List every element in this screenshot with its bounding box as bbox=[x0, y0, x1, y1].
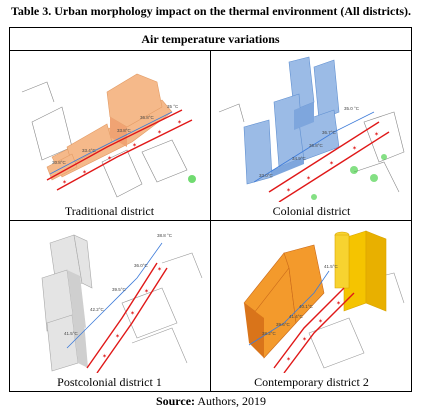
temp-label: 41.4°C bbox=[289, 314, 304, 319]
svg-text:✶: ✶ bbox=[302, 336, 307, 343]
temp-label: 38.2°C bbox=[262, 331, 277, 336]
temp-label: 35 °C bbox=[167, 104, 179, 109]
colonial-district-illustration: ✶ ✶ ✶ ✶ ✶ 35.0 °C 36.7°C 36.8°C 34.9°C 33.0… bbox=[218, 56, 405, 202]
temp-label: 39.6°C bbox=[276, 322, 291, 327]
temp-label: 36.8°C bbox=[309, 143, 324, 148]
caption-colonial-district: Colonial district bbox=[272, 204, 351, 218]
svg-text:✶: ✶ bbox=[132, 142, 137, 149]
temp-label: 33.8°C bbox=[117, 128, 132, 133]
caption-contemporary-district-2: Contemporary district 2 bbox=[254, 375, 369, 389]
svg-text:✶: ✶ bbox=[157, 129, 162, 136]
caption-traditional-district: Traditional district bbox=[64, 204, 155, 218]
postcolonial-district-illustration: ✶ ✶ ✶ ✶ ✶ 38.8 °C 36.0°C 39.5°C 42.2°C 41.5… bbox=[41, 233, 203, 373]
svg-text:✶: ✶ bbox=[62, 179, 67, 186]
row-divider bbox=[10, 220, 411, 221]
temp-label: 34.9°C bbox=[292, 156, 307, 161]
temp-label: 41.5°C bbox=[64, 331, 79, 336]
traditional-district-illustration: ✶ ✶ ✶ ✶ ✶ ✶ 35 °C 36.8°C 33.8°C 33.4°C 30.8°… bbox=[21, 73, 196, 198]
temp-label: 42.2°C bbox=[90, 307, 105, 312]
temp-label: 36.7°C bbox=[322, 130, 337, 135]
source-label: Source: bbox=[155, 394, 196, 408]
svg-text:✶: ✶ bbox=[82, 169, 87, 176]
table-title: Table 3. Urban morphology impact on the … bbox=[11, 4, 411, 18]
svg-text:✶: ✶ bbox=[286, 356, 291, 363]
svg-text:✶: ✶ bbox=[286, 187, 291, 194]
temp-label: 36.8°C bbox=[140, 115, 155, 120]
temp-label: 36.0°C bbox=[134, 263, 149, 268]
temp-label: 30.8°C bbox=[52, 160, 67, 165]
temp-label: 39.5°C bbox=[112, 287, 127, 292]
svg-text:✶: ✶ bbox=[107, 155, 112, 162]
cell-contemporary-district-2: ✶✶✶✶ 41.5°C 40.1°C 41.4°C 38.2°C 39.6°C … bbox=[214, 223, 409, 391]
svg-text:✶: ✶ bbox=[157, 266, 162, 273]
cell-traditional-district: ✶ ✶ ✶ ✶ ✶ ✶ 35 °C 36.8°C 33.8°C 33.4°C 30.8°… bbox=[12, 52, 207, 220]
cell-colonial-district: ✶ ✶ ✶ ✶ ✶ 35.0 °C 36.7°C 36.8°C 34.9°C 33.0… bbox=[214, 52, 409, 220]
source-note: Source: Authors, 2019 bbox=[0, 394, 422, 409]
svg-text:✶: ✶ bbox=[177, 119, 182, 126]
cell-postcolonial-district-1: ✶ ✶ ✶ ✶ ✶ 38.8 °C 36.0°C 39.5°C 42.2°C 41.5… bbox=[12, 223, 207, 391]
svg-text:✶: ✶ bbox=[130, 310, 135, 317]
temp-label: 40.1°C bbox=[299, 304, 314, 309]
contemporary-district-illustration: ✶ ✶ ✶ ✶ 41.5°C 40.1°C 41.4°C 38.2°C 39.6°C bbox=[243, 230, 405, 373]
caption-postcolonial-district-1: Postcolonial district 1 bbox=[57, 375, 162, 389]
table-header: Air temperature variations bbox=[10, 28, 411, 51]
temp-label: 33.4°C bbox=[82, 148, 97, 153]
svg-text:✶: ✶ bbox=[102, 353, 107, 360]
svg-text:✶: ✶ bbox=[306, 175, 311, 182]
svg-text:✶: ✶ bbox=[144, 288, 149, 295]
svg-text:✶: ✶ bbox=[336, 300, 341, 307]
svg-text:✶: ✶ bbox=[352, 145, 357, 152]
svg-text:✶: ✶ bbox=[115, 333, 120, 340]
figure-table: Air temperature variations bbox=[9, 27, 412, 392]
temp-label: 35.0 °C bbox=[344, 106, 360, 111]
temp-label: 33.0°C bbox=[259, 173, 274, 178]
temp-label: 41.5°C bbox=[324, 264, 339, 269]
svg-text:✶: ✶ bbox=[329, 160, 334, 167]
svg-text:✶: ✶ bbox=[318, 318, 323, 325]
temp-label: 38.8 °C bbox=[157, 233, 173, 238]
source-text: Authors, 2019 bbox=[197, 394, 267, 408]
svg-text:✶: ✶ bbox=[374, 131, 379, 138]
